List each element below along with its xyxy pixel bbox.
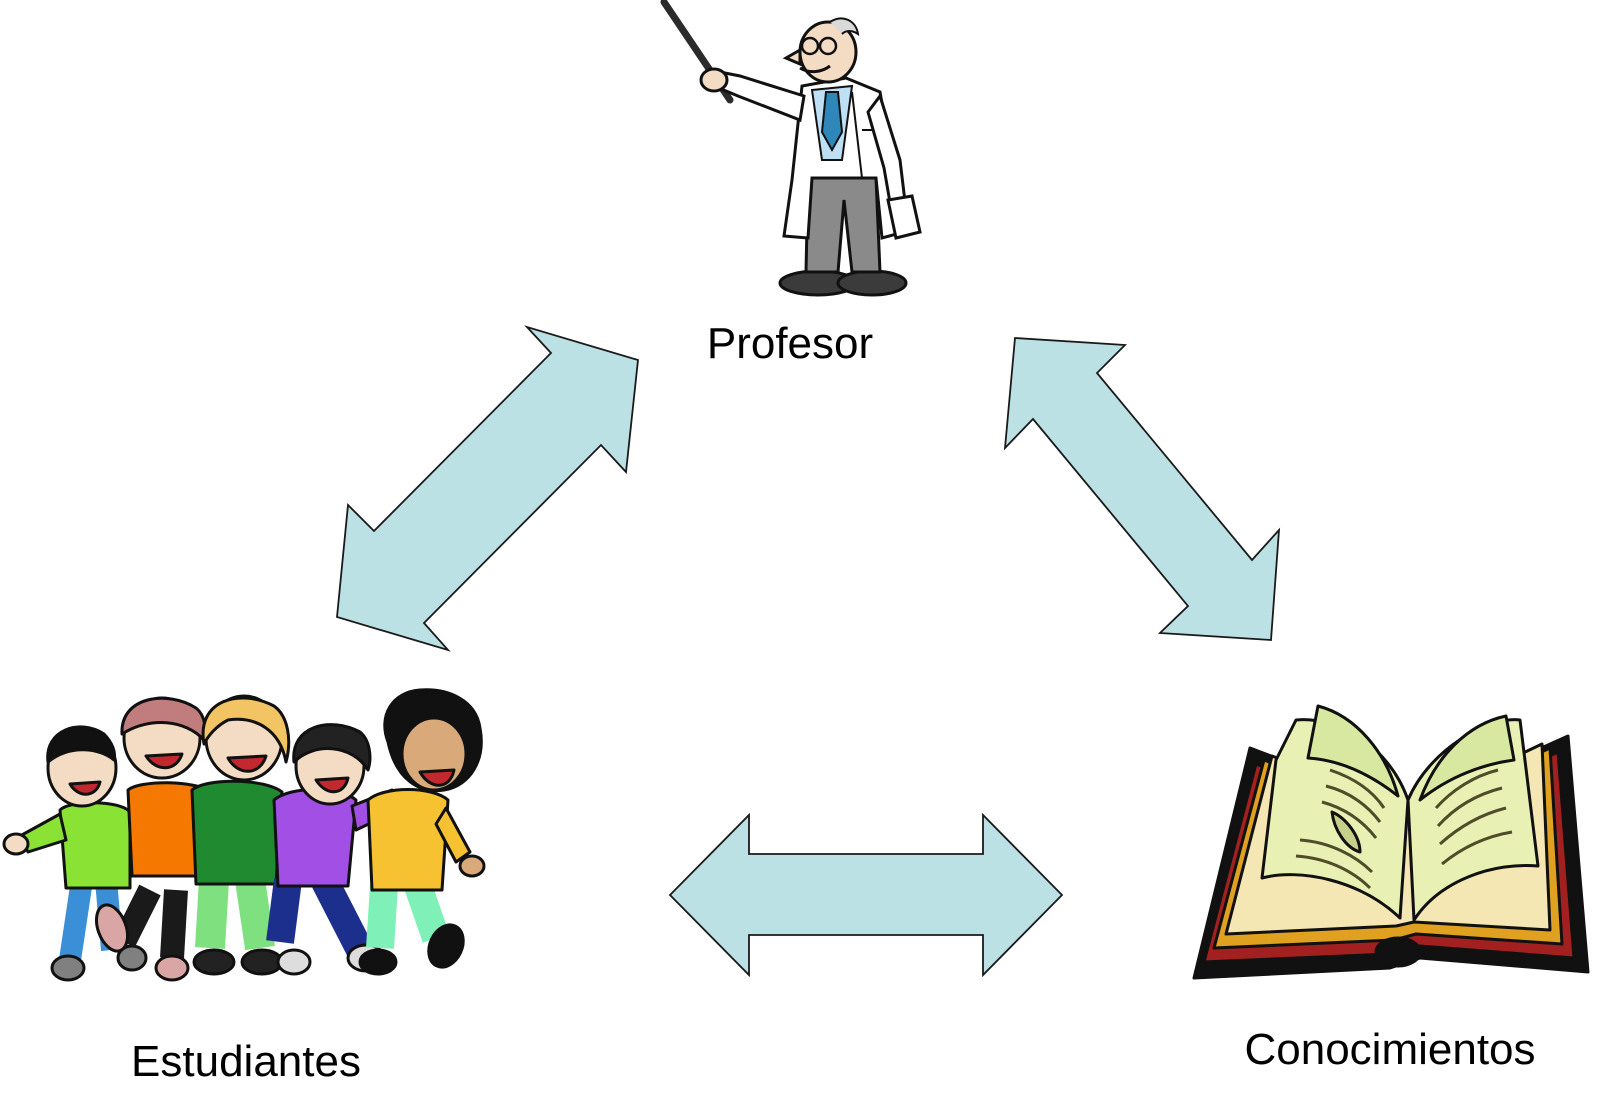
arrow-estudiantes-conocimientos xyxy=(668,812,1064,978)
arrow-profesor-conocimientos xyxy=(1003,337,1281,641)
estudiantes-label: Estudiantes xyxy=(131,1037,361,1086)
conocimientos-label: Conocimientos xyxy=(1244,1025,1535,1074)
open-book-icon xyxy=(1192,704,1590,980)
arrow-profesor-estudiantes xyxy=(336,325,639,652)
teacher-with-pointer-icon xyxy=(660,0,922,297)
group-of-students-icon xyxy=(2,688,486,982)
profesor-label: Profesor xyxy=(707,319,873,368)
